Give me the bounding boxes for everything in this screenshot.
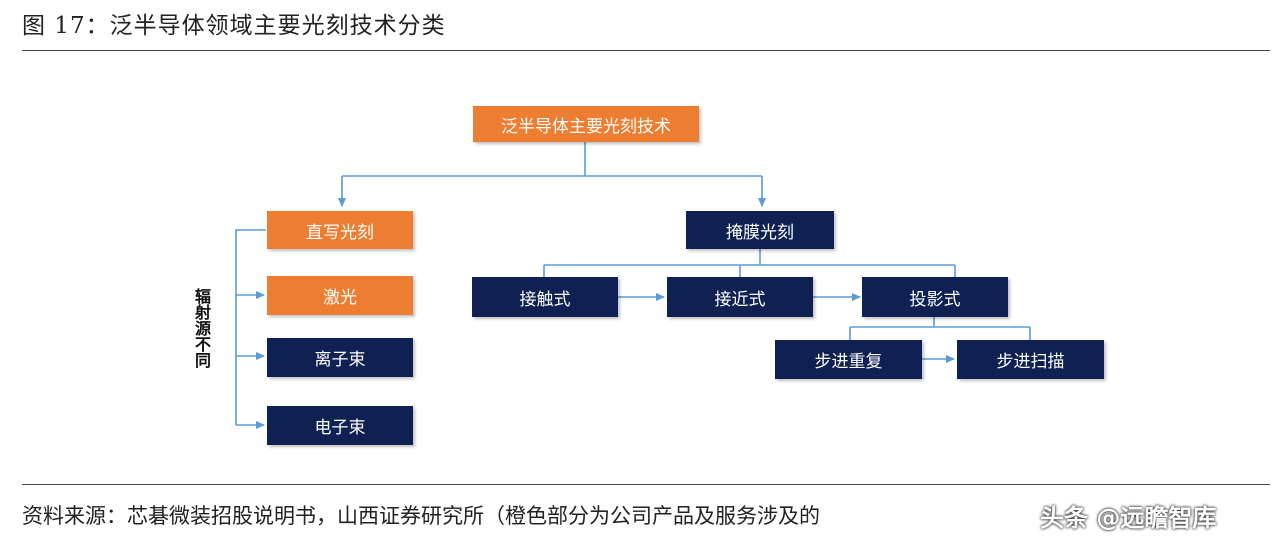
node-laser: 激光: [267, 276, 413, 315]
node-projection: 投影式: [862, 277, 1008, 317]
node-proximity: 接近式: [667, 277, 813, 317]
source-note: 资料来源：芯碁微装招股说明书，山西证券研究所（橙色部分为公司产品及服务涉及的: [22, 504, 820, 528]
node-direct-write: 直写光刻: [267, 211, 413, 249]
node-step-repeat: 步进重复: [775, 340, 922, 379]
node-contact: 接触式: [472, 277, 618, 317]
side-label-radiation-source: 辐射源不同: [192, 288, 211, 368]
figure-title: 图 17：泛半导体领域主要光刻技术分类: [22, 13, 446, 39]
link-direct-write-bracket: [235, 229, 266, 425]
node-root: 泛半导体主要光刻技术: [473, 106, 699, 142]
node-ion-beam: 离子束: [267, 338, 413, 377]
node-mask: 掩膜光刻: [686, 211, 834, 249]
node-electron-beam: 电子束: [267, 406, 413, 445]
node-step-scan: 步进扫描: [957, 340, 1104, 379]
bottom-rule: [22, 484, 1270, 485]
top-rule: [22, 50, 1270, 51]
watermark: 头条 @远瞻智库: [1040, 504, 1217, 532]
